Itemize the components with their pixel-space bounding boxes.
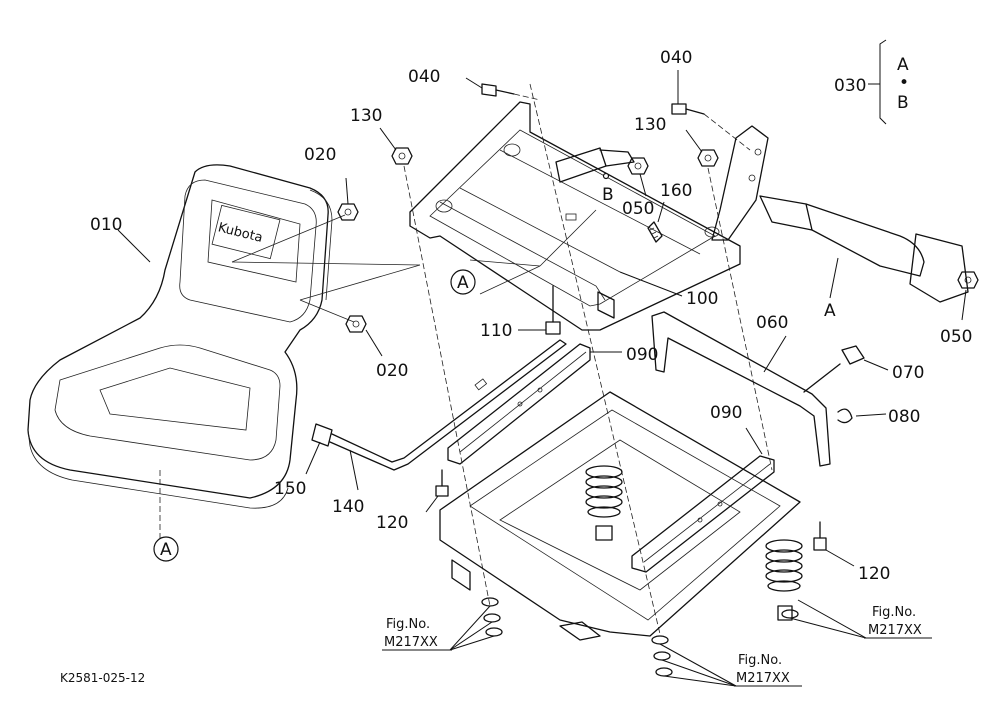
callout-010: 010 — [90, 215, 122, 235]
callout-090-left: 090 — [626, 345, 658, 365]
lever-140 — [305, 339, 567, 491]
nut-020-lower — [345, 315, 383, 357]
nut-130-right — [685, 129, 773, 471]
buckle-B — [555, 147, 635, 183]
callout-060: 060 — [756, 313, 788, 333]
washers-center — [651, 635, 737, 687]
nut-050-right — [957, 271, 979, 321]
ref-A-frame: A — [457, 273, 469, 293]
fig-ref-right-label: Fig.No. — [872, 605, 916, 620]
bolt-120-left — [425, 469, 449, 513]
fig-ref-center-code: M217XX — [736, 671, 790, 686]
callout-020-upper: 020 — [304, 145, 336, 165]
bolt-040-left — [465, 77, 541, 101]
ref-A-belt: A — [824, 301, 836, 321]
seatbelt-A — [711, 125, 969, 303]
callout-050-right: 050 — [940, 327, 972, 347]
callout-050-center: 050 — [622, 199, 654, 219]
fig-ref-right-code: M217XX — [868, 623, 922, 638]
ref-B-buckle: B — [602, 185, 614, 205]
nut-130-left — [379, 127, 491, 607]
washers-right — [781, 599, 867, 639]
ref-circle-A-seat — [153, 536, 179, 562]
seat-logo: Kubota — [216, 220, 264, 246]
fig-ref-left-label: Fig.No. — [386, 617, 430, 632]
callout-120-right: 120 — [858, 564, 890, 584]
rail-090-left — [447, 343, 622, 465]
nut-020-upper — [337, 177, 359, 221]
callout-040-right: 040 — [660, 48, 692, 68]
bracket-030 — [868, 39, 887, 125]
callout-100: 100 — [686, 289, 718, 309]
callout-150: 150 — [274, 479, 306, 499]
bracket-B: B — [897, 93, 909, 113]
fig-ref-center-label: Fig.No. — [738, 653, 782, 668]
callout-070: 070 — [892, 363, 924, 383]
spring-left — [585, 465, 623, 541]
callout-110: 110 — [480, 321, 512, 341]
callout-130-left: 130 — [350, 106, 382, 126]
washers-left — [449, 597, 503, 651]
spring-right — [765, 539, 803, 621]
fig-ref-left-code: M217XX — [384, 635, 438, 650]
ref-A-seat: A — [160, 540, 172, 560]
bolt-120-right — [813, 521, 855, 567]
clip-160 — [647, 201, 665, 243]
callout-130-right: 130 — [634, 115, 666, 135]
rod-060 — [651, 311, 841, 467]
bolt-040-right — [671, 70, 751, 151]
callout-160: 160 — [660, 181, 692, 201]
rail-090-right — [631, 427, 775, 573]
callout-040-left: 040 — [408, 67, 440, 87]
bracket-A: A — [897, 55, 909, 75]
base-plate — [439, 391, 801, 641]
nut-050-center — [627, 157, 649, 197]
bolt-110 — [518, 285, 561, 335]
ref-circle-A-frame — [450, 269, 476, 295]
knob-070 — [841, 345, 889, 371]
frame-100 — [409, 101, 741, 331]
callout-030: 030 — [834, 76, 866, 96]
callout-080: 080 — [888, 407, 920, 427]
callout-120-left: 120 — [376, 513, 408, 533]
bracket-dot: • — [899, 73, 909, 93]
callout-090-right: 090 — [710, 403, 742, 423]
pin-080 — [837, 408, 887, 424]
callout-020-lower: 020 — [376, 361, 408, 381]
figure-code: K2581-025-12 — [60, 671, 145, 685]
callout-140: 140 — [332, 497, 364, 517]
